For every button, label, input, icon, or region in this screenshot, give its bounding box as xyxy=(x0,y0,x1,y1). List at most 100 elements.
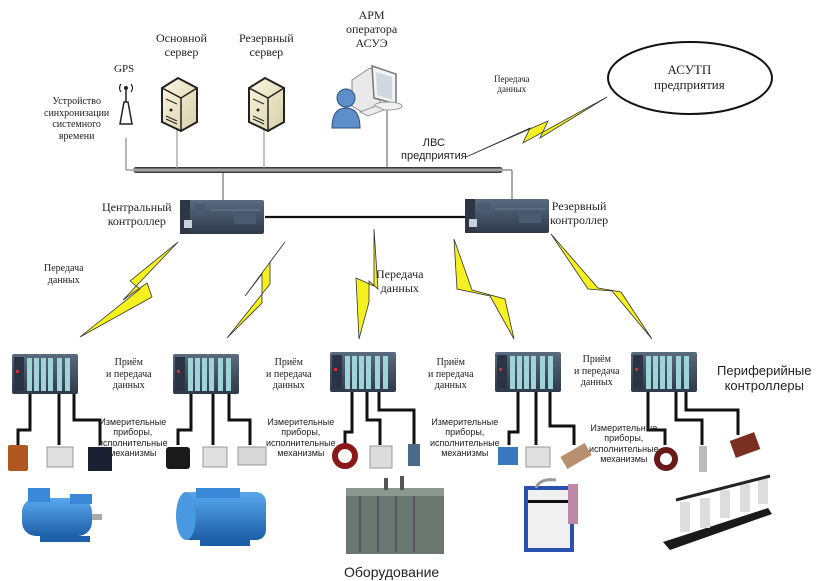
central-controller-label-line: контроллер xyxy=(107,213,166,228)
current-transformer-icon xyxy=(8,445,28,471)
operator-label-line: АРМ xyxy=(358,8,385,22)
backup-server-label: Резервный сервер xyxy=(239,31,294,60)
data-transfer-label-line: данных xyxy=(497,84,527,95)
peripheral-controller-5-icon xyxy=(631,352,697,392)
rx-tx-label-line: данных xyxy=(272,380,305,391)
relay-icon xyxy=(46,446,74,468)
peripheral-controller-4-icon xyxy=(495,352,561,392)
peripheral-controllers-label-line: Периферийные xyxy=(717,363,812,378)
lan-label-line: ЛВС xyxy=(422,137,445,149)
vacuum-circuit-breaker-icon xyxy=(524,478,578,552)
devices-label-line: Измерительные xyxy=(590,423,658,433)
device-cables xyxy=(16,392,740,445)
current-transformer-icon xyxy=(166,447,190,469)
peripheral-controller-3-icon xyxy=(330,352,396,392)
data-transfer-label-line: Передача xyxy=(44,263,84,274)
enterprise-acs-label: АСУТП предприятия xyxy=(654,62,725,93)
devices-label-line: механизмы xyxy=(277,448,325,459)
devices-label-line: исполнительные xyxy=(98,437,168,448)
lan-label: ЛВС предприятия xyxy=(401,137,467,162)
electric-motor-2-icon xyxy=(176,488,266,546)
relay-icon xyxy=(525,446,551,468)
operator-label-line: АСУЭ xyxy=(355,35,388,50)
operator-label-line: оператора xyxy=(346,21,398,36)
voltage-transformer-icon xyxy=(369,445,393,469)
sync-device-label-line: Устройство xyxy=(52,96,101,107)
power-transformer-icon xyxy=(346,476,444,554)
lightning-icons xyxy=(79,96,653,340)
rx-tx-label-line: и передача xyxy=(266,368,312,380)
devices-label-4: Измерительные приборы, исполнительные ме… xyxy=(589,423,659,464)
enterprise-acs-label-line: АСУТП xyxy=(667,62,712,77)
toroidal-ct-icon xyxy=(654,447,678,471)
main-server-label-line: сервер xyxy=(164,44,199,59)
rx-tx-label-line: и передача xyxy=(428,368,474,380)
rx-tx-label-line: данных xyxy=(112,380,145,391)
rx-tx-label-line: и передача xyxy=(106,368,152,380)
rx-tx-label-line: данных xyxy=(580,377,613,388)
devices-label-line: Измерительные xyxy=(267,417,335,427)
lightning-lan-enterprise-icon xyxy=(465,96,608,158)
rx-tx-label-line: Приём xyxy=(114,357,143,368)
data-transfer-left-label: Передача данных xyxy=(44,263,84,286)
backup-server-label-line: Резервный xyxy=(239,31,294,45)
gps-antenna-icon xyxy=(118,83,134,125)
main-server-icon xyxy=(161,76,198,133)
meter-icon xyxy=(498,447,518,465)
devices-label-line: Измерительные xyxy=(99,417,167,427)
rx-tx-label-4: Приём и передача данных xyxy=(574,354,620,389)
devices-label-line: механизмы xyxy=(600,454,648,465)
field-devices xyxy=(8,432,761,472)
main-server-label-line: Основной xyxy=(156,31,207,45)
enclosure-icon xyxy=(237,446,267,466)
central-controller-label-line: Центральный xyxy=(102,200,172,214)
devices-label-2: Измерительные приборы, исполнительные ме… xyxy=(266,417,336,458)
rx-tx-label-3: Приём и передача данных xyxy=(428,357,474,392)
backup-controller-label-line: Резервный xyxy=(551,199,607,213)
main-server-label: Основной сервер xyxy=(156,31,207,60)
sync-device-label-line: синхронизации xyxy=(44,107,110,119)
devices-label-3: Измерительные приборы, исполнительные ме… xyxy=(430,417,500,458)
rx-tx-label-line: и передача xyxy=(574,365,620,377)
enterprise-acs-ellipse xyxy=(607,41,773,115)
disconnector-icon xyxy=(663,474,772,550)
devices-label-line: приборы, xyxy=(445,427,485,438)
devices-label-line: исполнительные xyxy=(430,437,500,448)
rx-tx-label-line: Приём xyxy=(582,354,611,365)
lightning-backup-peripheral5-icon xyxy=(550,233,653,340)
backup-controller-label-line: контроллер xyxy=(550,212,609,227)
sensor-icon xyxy=(699,446,707,472)
data-transfer-label-line: Передача xyxy=(494,74,530,84)
equipment-images xyxy=(22,474,772,554)
central-controller-label: Центральный контроллер xyxy=(102,200,172,229)
operator-label: АРМ оператора АСУЭ xyxy=(346,8,398,50)
peripheral-controllers-label-line: контроллеры xyxy=(724,377,804,393)
rx-tx-label-1: Приём и передача данных xyxy=(106,357,152,392)
lightning-central-peripheral2-icon xyxy=(226,241,286,339)
equipment-label: Оборудование xyxy=(344,564,440,580)
backup-server-label-line: сервер xyxy=(249,44,284,59)
rx-tx-label-line: Приём xyxy=(436,357,465,368)
toroidal-ct-icon xyxy=(332,443,358,469)
lightning-backup-peripheral4-icon xyxy=(453,238,515,340)
devices-label-line: приборы, xyxy=(604,433,644,444)
data-transfer-label-line: данных xyxy=(380,280,419,295)
data-transfer-label-line: Передача xyxy=(376,267,424,281)
peripheral-controller-1-icon xyxy=(12,354,78,394)
central-controller-icon xyxy=(179,199,265,235)
devices-label-line: приборы, xyxy=(113,427,153,438)
backup-server-icon xyxy=(248,76,285,133)
backup-controller-icon xyxy=(464,198,550,234)
electric-motor-1-icon xyxy=(22,488,102,542)
data-transfer-top-label: Передача данных xyxy=(494,74,530,95)
devices-label-1: Измерительные приборы, исполнительные ме… xyxy=(98,417,168,458)
data-transfer-mid-label: Передача данных xyxy=(376,267,424,296)
rx-tx-label-line: Приём xyxy=(274,357,303,368)
enterprise-acs-label-line: предприятия xyxy=(654,76,725,92)
lightning-mid-icon xyxy=(355,228,379,340)
sync-device-label-line: времени xyxy=(58,130,95,142)
data-transfer-label-line: данных xyxy=(47,274,80,286)
fuse-icon xyxy=(560,442,592,470)
peripheral-controller-2-icon xyxy=(173,354,239,394)
devices-label-line: механизмы xyxy=(441,448,489,459)
